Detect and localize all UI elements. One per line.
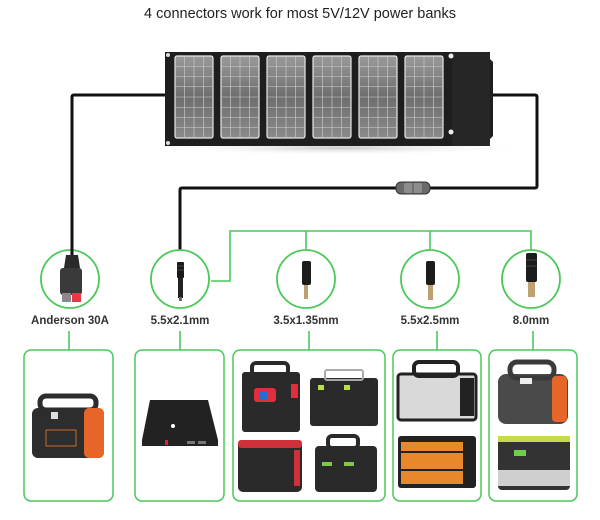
power-station-red-black-icon <box>238 440 302 492</box>
power-station-red-display-icon <box>242 361 300 432</box>
cable-anderson <box>70 93 165 245</box>
connector-tree-lines <box>68 230 534 350</box>
dc-tip-8.0-icon <box>526 253 537 297</box>
power-station-silver-icon <box>396 360 478 422</box>
diagram-title: 4 connectors work for most 5V/12V power … <box>144 6 456 22</box>
power-station-black-handle-icon <box>310 369 378 426</box>
power-station-green-display-icon <box>315 434 377 492</box>
solar-panel-icon <box>165 52 493 146</box>
dc-tip-5.5x2.5-icon <box>426 261 435 300</box>
dc-tip-3.5x1.35-icon <box>302 261 311 299</box>
power-station-grey-orange-icon <box>498 359 568 424</box>
connector-label-dc5521: 5.5x2.1mm <box>150 315 210 327</box>
power-station-orange-black-icon <box>398 436 476 488</box>
connector-label-anderson: Anderson 30A <box>31 315 109 327</box>
connector-label-dc5525: 5.5x2.5mm <box>400 315 460 327</box>
anderson-plug-icon <box>60 245 82 302</box>
power-station-grey-yellow-icon <box>498 436 570 490</box>
connector-label-dc80: 8.0mm <box>512 315 550 327</box>
portable-power-station-orange-icon <box>32 393 104 458</box>
connector-label-dc35135: 3.5x1.35mm <box>273 315 339 327</box>
cable-junction-icon <box>395 181 431 195</box>
power-bank-black-icon <box>142 400 218 446</box>
cable-dc <box>178 93 539 252</box>
dc-barrel-plug-icon <box>177 262 184 301</box>
